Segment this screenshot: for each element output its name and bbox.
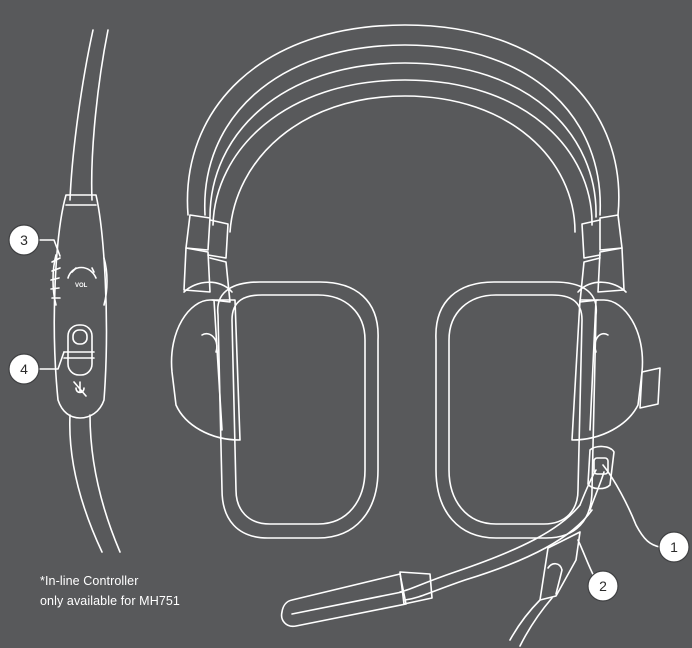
- callout-1: 1: [658, 531, 690, 563]
- right-earcup: [435, 281, 661, 539]
- callout-2-number: 2: [599, 578, 607, 594]
- mic-mute-switch: [67, 324, 93, 376]
- footnote-line-2: only available for MH751: [40, 594, 180, 608]
- callout-3-number: 3: [20, 232, 28, 248]
- microphone-boom: [280, 504, 593, 647]
- inline-controller: VOL: [50, 194, 108, 419]
- callout-3: 3: [8, 224, 40, 256]
- left-earcup: [170, 281, 379, 539]
- callout-leaders: [33, 239, 661, 581]
- headband: [183, 24, 625, 303]
- mic-jack: [579, 445, 615, 511]
- callout-4-number: 4: [20, 361, 28, 377]
- callout-4: 4: [8, 353, 40, 385]
- footnote: *In-line Controller only available for M…: [40, 571, 180, 611]
- mic-mute-icon: [73, 381, 87, 397]
- callout-1-number: 1: [670, 539, 678, 555]
- vol-label: VOL: [75, 283, 88, 289]
- footnote-line-1: *In-line Controller: [40, 574, 139, 588]
- callout-2: 2: [587, 570, 619, 602]
- inline-controller-cable: [68, 29, 121, 553]
